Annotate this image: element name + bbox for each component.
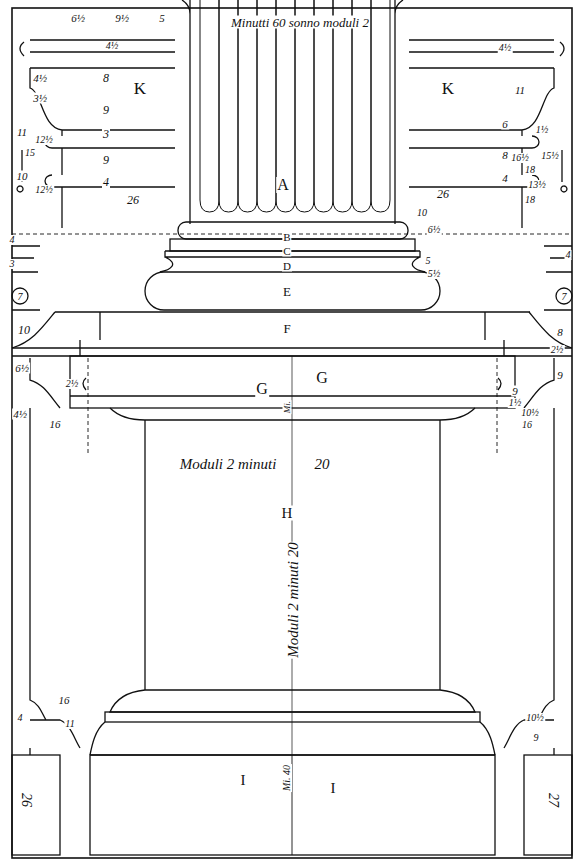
part-letter: B	[282, 232, 291, 243]
dimension-label: 3½	[32, 93, 48, 104]
flute-stroke	[257, 0, 276, 212]
dimension-label: 6½	[70, 13, 86, 24]
dimension-label: 8	[501, 150, 509, 161]
dimension-label: 9½	[114, 13, 130, 24]
dimension-label: 10½	[520, 408, 540, 418]
dimension-label: 9	[533, 733, 540, 743]
dimension-label: 4½	[498, 43, 513, 53]
dimension-label: 15	[24, 148, 36, 158]
dimension-label: 11	[514, 85, 526, 96]
dimension-label: 4	[9, 235, 16, 245]
dimension-label: 13½	[527, 180, 547, 190]
dimension-label: 11	[16, 127, 28, 138]
dimension-label: 16	[58, 695, 71, 706]
flute-stroke	[238, 0, 257, 212]
dimension-label: 9	[556, 370, 564, 381]
flute-stroke	[314, 0, 333, 212]
dimension-label: 4½	[32, 73, 48, 84]
dimension-label: 18	[524, 165, 536, 175]
flute-stroke	[371, 0, 390, 212]
dimension-label: 10	[416, 208, 428, 218]
dimension-label: 10½	[525, 713, 545, 723]
dimension-label: Minutti 60 sonno moduli 2	[230, 16, 370, 29]
flute-stroke	[295, 0, 314, 212]
dimension-label: 15½	[540, 151, 560, 161]
dimension-label: 4	[565, 250, 572, 260]
dimension-label: Moduli 2 minuti 20	[286, 541, 301, 658]
dimension-label: Mi.	[283, 400, 292, 414]
flute-stroke	[200, 0, 219, 212]
dimension-label: 9	[102, 104, 110, 116]
dimension-label: 5	[158, 13, 166, 24]
dimension-label: 5	[425, 256, 432, 266]
dimension-label: 1½	[535, 125, 550, 135]
dimension-label: 16	[49, 419, 62, 430]
dimension-label: 4	[501, 173, 509, 184]
dimension-label: Mi. 40	[282, 764, 292, 792]
flute-stroke	[276, 0, 295, 212]
dimension-label: 7	[17, 292, 24, 302]
dimension-label: 26	[436, 188, 450, 200]
dimension-label: 11	[64, 719, 75, 729]
dimension-label: 18	[524, 195, 536, 205]
dimension-label: 2½	[550, 345, 565, 355]
part-letter: I	[240, 773, 247, 788]
part-letter: K	[441, 80, 455, 97]
dimension-label: 10	[17, 324, 31, 336]
dimension-label: 26	[126, 194, 140, 206]
part-letter: A	[276, 177, 290, 193]
dimension-label: 5½	[427, 269, 442, 279]
dimension-label: 3	[102, 128, 110, 140]
dimension-label: 4½	[12, 409, 28, 420]
part-letter: C	[282, 246, 291, 257]
dimension-label: 9	[102, 154, 110, 166]
dimension-label: 6½	[427, 225, 442, 235]
dimension-label: 27	[546, 792, 560, 808]
flute-stroke	[219, 0, 238, 212]
dimension-label: 20	[314, 457, 331, 472]
flute-stroke	[352, 0, 371, 212]
dimension-label: 4½	[105, 41, 120, 51]
part-letter: F	[282, 322, 291, 335]
part-letter: G	[315, 370, 329, 386]
part-letter: E	[282, 285, 292, 298]
dimension-label: 16	[521, 420, 533, 430]
dimension-label: 8	[556, 327, 564, 338]
dimension-label: 3	[9, 259, 16, 269]
dimension-label: 7	[561, 292, 568, 302]
dimension-label: 16½	[510, 153, 530, 163]
dimension-label: 6½	[14, 363, 30, 374]
part-letter: D	[282, 261, 292, 272]
part-letter: K	[133, 80, 147, 97]
dimension-label: 4	[102, 176, 110, 188]
dimension-label: 10	[16, 171, 29, 182]
dimension-label: 12½	[34, 135, 54, 145]
dimension-label: 12½	[34, 185, 54, 195]
dimension-label: 6	[501, 119, 509, 130]
flute-stroke	[333, 0, 352, 212]
part-letter: G	[255, 381, 269, 397]
dimension-label: 4	[17, 713, 24, 723]
dimension-label: 2½	[65, 379, 80, 389]
dimension-label: 26	[19, 792, 33, 808]
part-letter: H	[281, 506, 294, 521]
dimension-label: 8	[102, 72, 110, 84]
dimension-label: 1½	[508, 398, 523, 408]
part-letter: I	[330, 781, 337, 796]
dimension-label: Moduli 2 minuti	[179, 457, 278, 472]
dimension-label: 9	[511, 386, 519, 397]
